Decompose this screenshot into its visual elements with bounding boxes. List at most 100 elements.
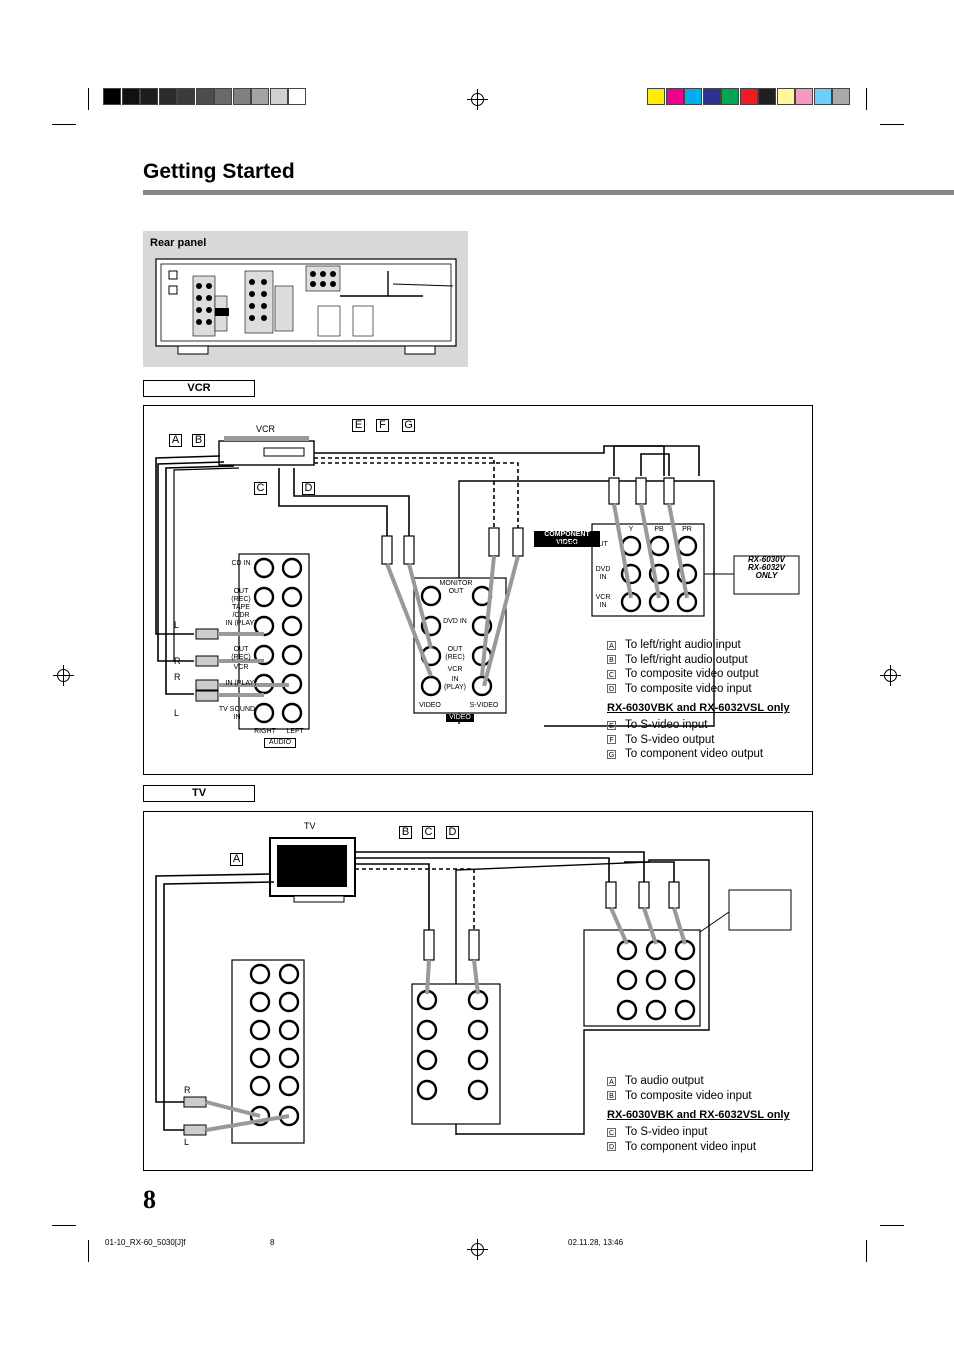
- page-title: Getting Started: [143, 160, 295, 183]
- crop-mark: [88, 1240, 89, 1262]
- color-swatch: [269, 88, 288, 105]
- jack-label: OUT (REC): [231, 646, 251, 661]
- crop-mark: [880, 124, 904, 125]
- jack-label: VCR: [233, 664, 249, 671]
- color-swatch: [140, 88, 158, 105]
- video-label: MONITOR OUT: [439, 580, 473, 595]
- channel-mark: L: [174, 620, 180, 630]
- channel-mark: R: [184, 1085, 191, 1095]
- video-label: S-VIDEO: [469, 702, 499, 709]
- jack-label: OUT (REC): [231, 588, 251, 603]
- color-swatch: [813, 88, 832, 105]
- registration-mark-icon: [880, 665, 901, 686]
- crop-mark: [88, 88, 89, 110]
- tag-d: D: [446, 826, 459, 839]
- tag-a: A: [169, 434, 182, 447]
- vcr-device-label: VCR: [256, 424, 276, 434]
- rear-panel-label: Rear panel: [150, 237, 207, 249]
- tag-f: F: [376, 419, 389, 432]
- vcr-diagram: VCR A B C D E F G CD IN OUT (REC) TAPE /…: [143, 405, 813, 775]
- tag-b: B: [399, 826, 412, 839]
- color-swatch: [776, 88, 795, 105]
- tv-section-label: TV: [143, 785, 255, 802]
- audio-left-label: LEFT: [286, 728, 304, 735]
- tag-c: C: [254, 482, 267, 495]
- component-col: Y: [628, 526, 634, 533]
- audio-right-label: RIGHT: [254, 728, 276, 735]
- jack-label: TAPE /CDR: [232, 604, 250, 619]
- component-col: PR: [682, 526, 692, 533]
- tag-a: A: [230, 853, 243, 866]
- jack-label: CD IN: [231, 560, 251, 567]
- only-badge: ONLY: [755, 571, 778, 580]
- color-swatch: [665, 88, 684, 105]
- color-swatch: [647, 88, 665, 105]
- footer-date: 02.11.28, 13:46: [568, 1238, 624, 1247]
- tag-g: G: [402, 419, 415, 432]
- color-swatch: [684, 88, 702, 105]
- color-swatch: [251, 88, 269, 105]
- color-swatch: [121, 88, 140, 105]
- color-swatch: [177, 88, 195, 105]
- color-swatch: [832, 88, 850, 105]
- color-swatch: [158, 88, 177, 105]
- rear-panel-box: Rear panel: [143, 231, 468, 367]
- tag-d: D: [302, 482, 315, 495]
- component-row: DVD IN: [595, 566, 611, 581]
- registration-mark-icon: [53, 665, 74, 686]
- color-swatch: [721, 88, 739, 105]
- video-footer-label: VIDEO: [446, 714, 474, 722]
- footer-file: 01-10_RX-60_5030[J]f: [105, 1238, 186, 1247]
- only-badge: RX-6032V: [748, 563, 785, 572]
- legend-heading: RX-6030VBK and RX-6032VSL only: [607, 1109, 790, 1121]
- component-row: VCR IN: [595, 594, 611, 609]
- color-swatch: [758, 88, 776, 105]
- color-swatch: [103, 88, 121, 105]
- tag-e: E: [352, 419, 365, 432]
- color-swatch: [195, 88, 214, 105]
- color-swatch: [288, 88, 306, 105]
- crop-mark: [866, 88, 867, 110]
- video-label: VCR: [447, 666, 463, 673]
- jack-label: IN (PLAY): [225, 680, 257, 687]
- crop-mark: [52, 124, 76, 125]
- component-video-label: COMPONENT VIDEO: [534, 531, 600, 547]
- component-col: PB: [654, 526, 664, 533]
- channel-mark: L: [174, 708, 180, 718]
- tv-wiring-diagram: [155, 837, 792, 1144]
- video-label: IN (PLAY): [443, 676, 467, 691]
- jack-label: TV SOUND IN: [218, 706, 256, 721]
- component-monitor-label: MONITOR OUT: [558, 541, 608, 548]
- vcr-section-label: VCR: [143, 380, 255, 397]
- video-label: DVD IN: [443, 618, 467, 625]
- crop-mark: [866, 1240, 867, 1262]
- color-swatch: [795, 88, 813, 105]
- audio-footer-label: AUDIO: [264, 738, 296, 748]
- jack-label: IN (PLAY): [225, 620, 257, 627]
- crop-mark: [880, 1225, 904, 1226]
- title-underline: [143, 190, 954, 195]
- rear-panel-drawing: [155, 258, 457, 355]
- tag-c: C: [422, 826, 435, 839]
- page-number: 8: [143, 1185, 156, 1214]
- color-swatch: [702, 88, 721, 105]
- only-badge: RX-6030V: [748, 555, 785, 564]
- tv-device-label: TV: [304, 821, 316, 831]
- crop-mark: [52, 1225, 76, 1226]
- registration-mark-icon: [467, 89, 488, 110]
- video-label: VIDEO: [419, 702, 441, 709]
- color-swatch: [232, 88, 251, 105]
- color-swatch: [214, 88, 232, 105]
- video-label: OUT (REC): [445, 646, 465, 661]
- registration-mark-icon: [467, 1239, 488, 1260]
